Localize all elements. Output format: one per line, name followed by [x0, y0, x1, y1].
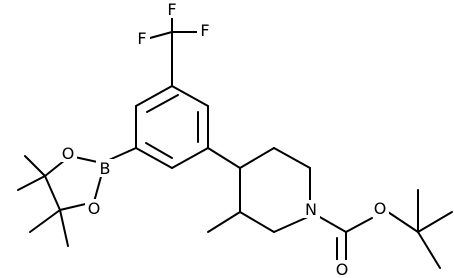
atom-labels: F F F O B O N O	[59, 0, 389, 278]
boron-atom: B	[96, 159, 114, 178]
bond	[171, 147, 209, 169]
bond	[135, 85, 173, 107]
bond-lines	[17, 9, 453, 269]
atom-label: O	[62, 144, 75, 163]
bond	[417, 231, 441, 269]
oxygen-atom-carbonyl: O	[333, 260, 351, 278]
atom-label: F	[167, 0, 176, 19]
bond	[145, 142, 173, 159]
bond	[24, 155, 46, 177]
bond	[207, 211, 241, 233]
bond	[345, 217, 373, 233]
atom-label: N	[305, 200, 317, 219]
fluorine-atom-left: F	[134, 29, 150, 48]
nitrogen-atom: N	[302, 200, 320, 219]
bond	[29, 209, 61, 233]
oxygen-atom-ester: O	[371, 199, 389, 218]
bond	[146, 94, 179, 113]
bond	[273, 215, 311, 233]
bond	[171, 85, 209, 107]
bond	[149, 31, 173, 39]
bond	[239, 211, 275, 233]
atom-label: F	[200, 21, 209, 40]
bond	[93, 172, 103, 203]
bond	[207, 147, 241, 169]
bond	[44, 175, 61, 211]
oxygen-atom-boronate-upper: O	[59, 144, 77, 163]
fluorine-atom-right: F	[197, 21, 213, 40]
bond	[17, 175, 46, 191]
fluorine-atom-top: F	[164, 0, 180, 19]
bond	[108, 147, 137, 161]
bond	[317, 215, 347, 233]
bond	[273, 147, 311, 169]
bond	[417, 211, 453, 233]
atom-label: O	[88, 199, 101, 218]
atom-label: F	[137, 29, 146, 48]
bond	[135, 147, 173, 169]
bond	[239, 147, 275, 169]
atom-label: B	[100, 159, 111, 178]
bond	[387, 211, 419, 233]
atom-label: O	[336, 260, 349, 278]
atom-label: O	[374, 199, 387, 218]
bond	[59, 209, 69, 247]
oxygen-atom-boronate-lower: O	[85, 199, 103, 218]
